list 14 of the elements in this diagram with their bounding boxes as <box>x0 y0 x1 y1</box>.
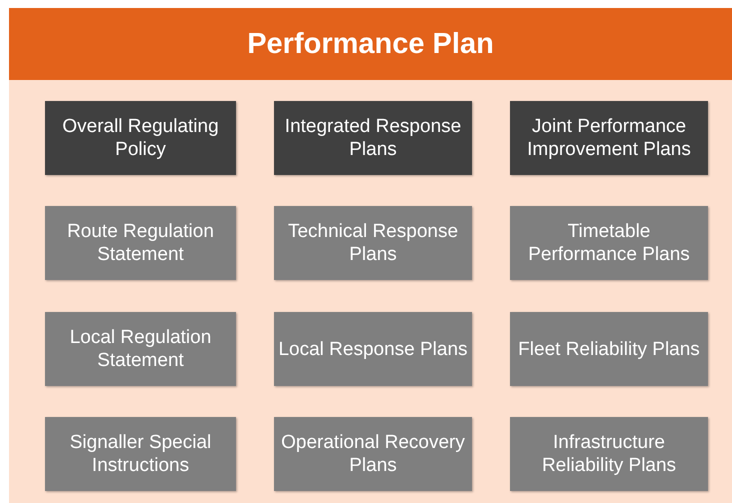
plan-box: Technical Response Plans <box>274 206 472 280</box>
plan-box: Operational Recovery Plans <box>274 417 472 491</box>
plan-box: Overall Regulating Policy <box>45 101 236 175</box>
plan-box: Infrastructure Reliability Plans <box>510 417 708 491</box>
plan-box: Joint Performance Improvement Plans <box>510 101 708 175</box>
plan-box: Integrated Response Plans <box>274 101 472 175</box>
plan-box: Timetable Performance Plans <box>510 206 708 280</box>
plan-box: Route Regulation Statement <box>45 206 236 280</box>
plan-box: Signaller Special Instructions <box>45 417 236 491</box>
plan-box: Fleet Reliability Plans <box>510 312 708 386</box>
title-banner: Performance Plan <box>9 8 732 80</box>
plan-box: Local Response Plans <box>274 312 472 386</box>
panel-background <box>9 8 732 503</box>
plan-box: Local Regulation Statement <box>45 312 236 386</box>
